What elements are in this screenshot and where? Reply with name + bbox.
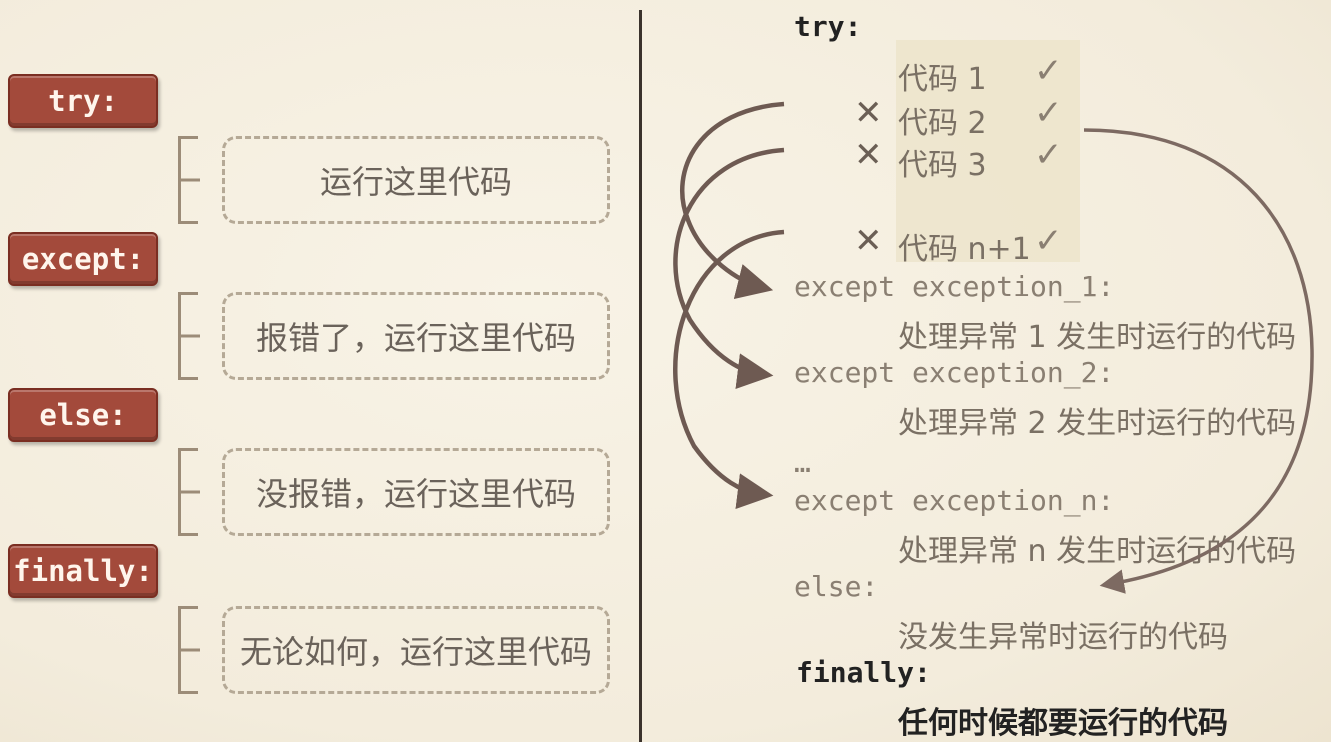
finally-body: 任何时候都要运行的代码 xyxy=(898,706,1228,741)
else-keyword: else: xyxy=(794,570,879,603)
keyword-except-label: except: xyxy=(21,242,145,276)
else-body: 没发生异常时运行的代码 xyxy=(898,620,1228,655)
bracket-except xyxy=(178,292,198,380)
description-except-text: 报错了，运行这里代码 xyxy=(255,319,576,357)
except-body-2: 处理异常 2 发生时运行的代码 xyxy=(898,406,1297,441)
arrow-coden-to-exceptn xyxy=(673,229,785,510)
finally-keyword: finally: xyxy=(796,656,931,689)
check-icon: ✓ xyxy=(1034,51,1063,91)
bracket-try xyxy=(178,136,198,224)
except-header-2: except exception_2: xyxy=(794,356,1115,389)
keyword-else: else: xyxy=(8,388,158,442)
vertical-divider xyxy=(639,10,642,742)
check-icon: ✓ xyxy=(1034,221,1063,261)
cross-icon: ✕ xyxy=(854,135,883,175)
keyword-else-label: else: xyxy=(39,398,127,432)
bracket-finally xyxy=(178,606,198,694)
description-except: 报错了，运行这里代码 xyxy=(222,292,610,380)
arrow-try-to-else xyxy=(1083,128,1314,594)
check-icon: ✓ xyxy=(1034,135,1063,175)
try-line-3: 代码 3 xyxy=(898,148,987,183)
description-else-text: 没报错，运行这里代码 xyxy=(255,475,576,513)
bracket-else xyxy=(178,448,198,536)
keyword-finally-label: finally: xyxy=(13,554,153,588)
arrow-code3-to-except2 xyxy=(673,147,785,390)
except-body-1: 处理异常 1 发生时运行的代码 xyxy=(898,320,1297,355)
description-else: 没报错，运行这里代码 xyxy=(222,448,610,536)
except-header-1: except exception_1: xyxy=(794,270,1115,303)
keyword-try-label: try: xyxy=(48,84,118,118)
try-block-highlight xyxy=(896,40,1080,262)
description-try-text: 运行这里代码 xyxy=(319,163,512,201)
keyword-try: try: xyxy=(8,74,158,128)
try-line-1: 代码 1 xyxy=(898,62,987,97)
ellipsis: … xyxy=(794,446,811,479)
try-keyword: try: xyxy=(794,10,862,43)
try-line-n: 代码 n+1 xyxy=(898,232,1031,267)
check-icon: ✓ xyxy=(1034,93,1063,133)
keyword-except: except: xyxy=(8,232,158,286)
cross-icon: ✕ xyxy=(854,221,883,261)
description-try: 运行这里代码 xyxy=(222,136,610,224)
try-line-2: 代码 2 xyxy=(898,106,987,141)
description-finally-text: 无论如何，运行这里代码 xyxy=(239,633,592,671)
description-finally: 无论如何，运行这里代码 xyxy=(222,606,610,694)
except-header-n: except exception_n: xyxy=(794,484,1115,517)
cross-icon: ✕ xyxy=(854,93,883,133)
keyword-finally: finally: xyxy=(8,544,158,598)
arrow-code2-to-except1 xyxy=(679,101,785,299)
